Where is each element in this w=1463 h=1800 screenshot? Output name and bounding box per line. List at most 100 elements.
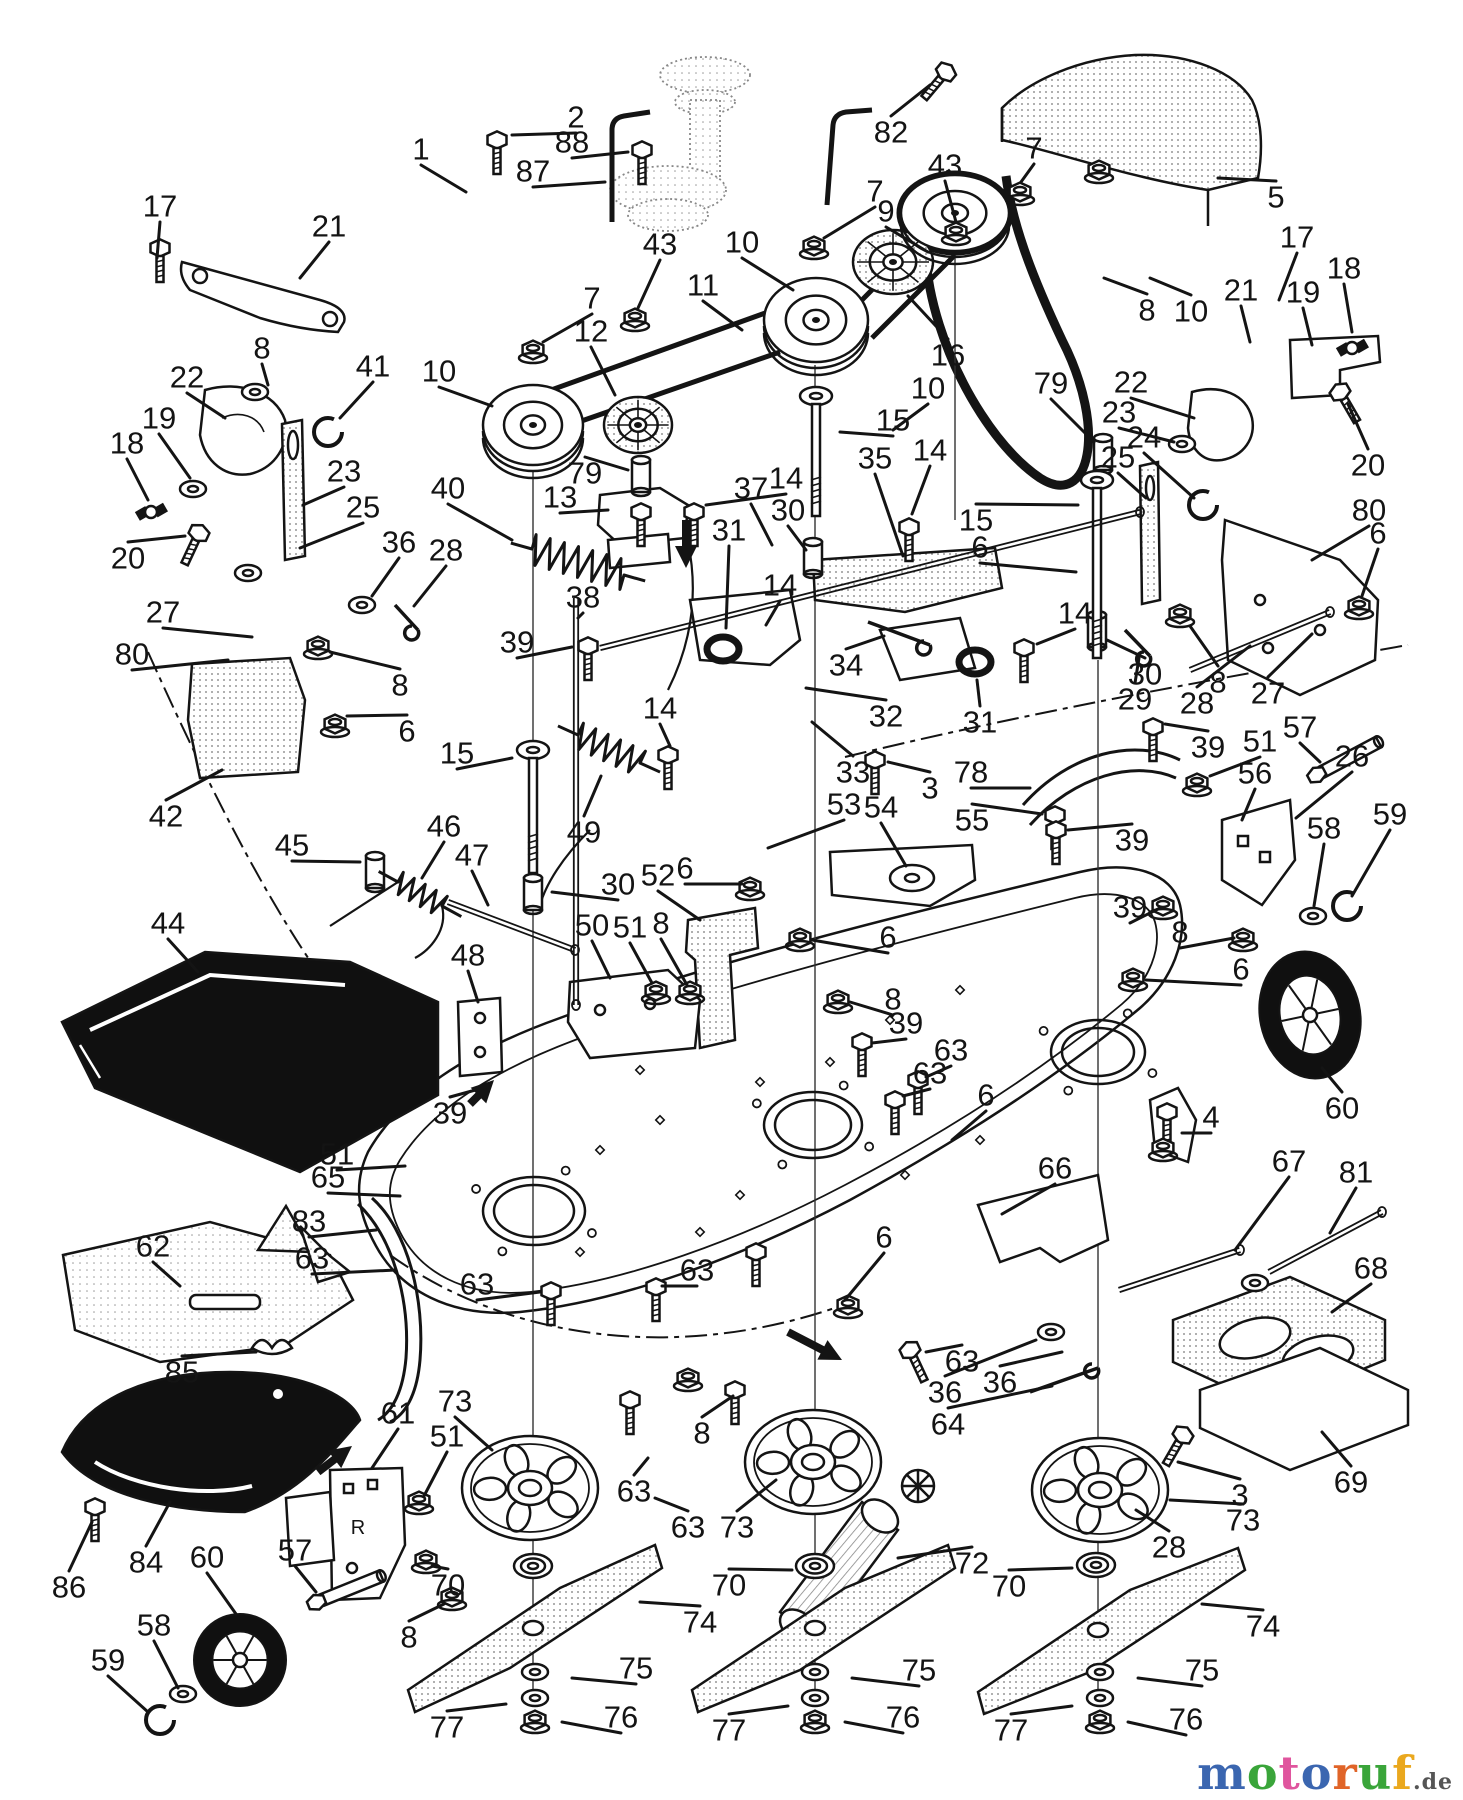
- torsion-grommet: [703, 633, 995, 678]
- part-label: 51: [1243, 724, 1277, 759]
- leader-line: [260, 362, 270, 387]
- part-label: 86: [52, 1570, 86, 1605]
- nut-part: [410, 1549, 442, 1575]
- leader-line: [1208, 755, 1262, 778]
- washer-part: [347, 595, 377, 615]
- logo-letter: r: [1332, 1746, 1358, 1800]
- leader-line: [126, 534, 187, 544]
- bolt-part: [486, 130, 508, 176]
- leader-line: [328, 650, 402, 671]
- leader-line: [570, 1676, 638, 1686]
- bigwasher-part: [888, 863, 936, 893]
- part-label: 7: [583, 281, 600, 316]
- leader-line: [628, 941, 654, 985]
- bracket-56: [1220, 798, 1297, 907]
- washer-part: [1085, 1688, 1115, 1708]
- part-label: 60: [190, 1540, 224, 1575]
- leader-line: [185, 391, 227, 420]
- part-label: 54: [864, 790, 898, 825]
- bolt-part: [1328, 382, 1362, 425]
- leader-line: [1129, 396, 1196, 420]
- nut-part: [1343, 595, 1375, 621]
- part-label: 4: [1202, 1100, 1219, 1135]
- leader-line: [1312, 842, 1326, 908]
- nut-part: [784, 927, 816, 953]
- part-label: 77: [712, 1713, 746, 1748]
- leader-line: [307, 1228, 378, 1239]
- plate-69: [1198, 1346, 1410, 1472]
- leader-line: [910, 464, 932, 516]
- nut-part: [403, 1490, 435, 1516]
- plate-35: [811, 546, 1004, 614]
- part-label: 52: [641, 858, 675, 893]
- part-label: 55: [955, 803, 989, 838]
- plate-42: [186, 656, 307, 780]
- part-label: 45: [275, 828, 309, 863]
- washer-part: [1085, 1662, 1115, 1682]
- leader-line: [67, 1520, 94, 1573]
- roller-cap: [900, 1468, 936, 1504]
- bolt-part: [884, 1090, 906, 1136]
- leader-line: [735, 1478, 778, 1513]
- logo-letter: o: [1300, 1746, 1333, 1800]
- part-label: 20: [1351, 448, 1385, 483]
- washer-part: [168, 1684, 198, 1704]
- part-label: 57: [278, 1533, 312, 1568]
- bolt-part: [864, 750, 886, 796]
- bolt-part: [657, 745, 679, 791]
- leader-line: [1066, 822, 1134, 832]
- leader-line: [1360, 547, 1380, 598]
- leader-line: [407, 1602, 446, 1623]
- leader-line: [658, 722, 672, 748]
- part-label: 6: [875, 1220, 892, 1255]
- part-label: 1: [412, 132, 429, 167]
- washer-part: [800, 1662, 830, 1682]
- leader-line: [974, 502, 1080, 507]
- washer-part: [520, 1688, 550, 1708]
- spacer-part: [630, 454, 652, 498]
- leader-line: [445, 1702, 508, 1713]
- rod-part: [599, 506, 1145, 652]
- leader-line: [1168, 1498, 1245, 1506]
- part-label: 69: [1334, 1465, 1368, 1500]
- leader-line: [1126, 1720, 1188, 1737]
- part-label: 79: [568, 456, 602, 491]
- nut-part: [798, 235, 830, 261]
- drive-pulley: [762, 276, 870, 377]
- ring-part: [1187, 489, 1219, 521]
- bolt-part: [179, 523, 211, 567]
- part-label: 39: [433, 1096, 467, 1131]
- leader-line: [326, 1191, 402, 1198]
- bolt-part: [645, 1277, 667, 1323]
- part-label: 6: [398, 714, 415, 749]
- leader-line: [1144, 978, 1243, 987]
- leader-line: [1049, 397, 1096, 444]
- cup-part: [794, 1552, 836, 1580]
- motoruf-logo[interactable]: motoruf.de: [1197, 1750, 1453, 1796]
- part-label: 14: [1058, 596, 1092, 631]
- part-label: 35: [858, 441, 892, 476]
- rod-part: [1267, 1206, 1387, 1275]
- part-label: 23: [327, 454, 361, 489]
- part-label: 48: [451, 938, 485, 973]
- part-label: 51: [430, 1419, 464, 1454]
- leader-line: [515, 645, 574, 660]
- leader-line: [1128, 906, 1162, 925]
- logo-letter: m: [1197, 1746, 1247, 1800]
- belt-cover: [1000, 53, 1263, 192]
- part-label: 70: [992, 1569, 1026, 1604]
- leader-line: [804, 686, 888, 702]
- part-label: 49: [567, 815, 601, 850]
- part-label: 87: [516, 154, 550, 189]
- bolt-part: [1045, 820, 1067, 866]
- leader-line: [422, 1450, 449, 1498]
- extension-spring: [557, 721, 661, 774]
- part-label: 58: [1307, 811, 1341, 846]
- nut-part: [302, 635, 334, 661]
- part-label: 27: [146, 595, 180, 630]
- part-label: 70: [431, 1568, 465, 1603]
- logo-letter: t: [1278, 1746, 1301, 1800]
- leader-line: [448, 1084, 492, 1099]
- cup-part: [512, 1552, 554, 1580]
